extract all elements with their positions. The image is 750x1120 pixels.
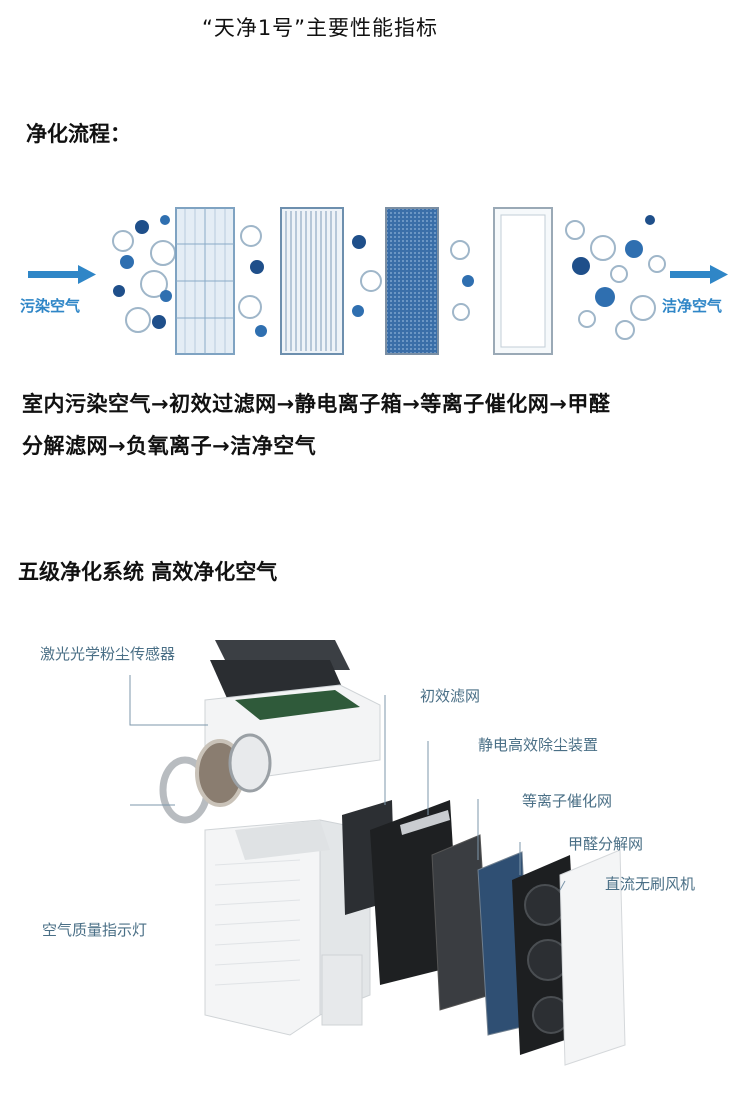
- formaldehyde-filter-panel: [493, 207, 555, 357]
- plasma-catalyst-panel: [385, 207, 441, 357]
- purification-flow-line-2: 分解滤网→负氧离子→洁净空气: [22, 430, 316, 460]
- purification-flow-line-1: 室内污染空气→初效过滤网→静电离子箱→等离子催化网→甲醛: [22, 388, 610, 418]
- callout-pre-filter: 初效滤网: [420, 685, 480, 706]
- page-title: “天净1号”主要性能指标: [0, 12, 640, 42]
- callout-electrostatic-dust-removal: 静电高效除尘装置: [478, 734, 598, 755]
- left-arrow-icon: [28, 265, 98, 285]
- purifier-exploded-illustration: [0, 615, 750, 1115]
- polluted-air-label: 污染空气: [20, 295, 80, 316]
- clean-air-label: 洁净空气: [662, 295, 722, 316]
- electrostatic-filter-panel: [280, 207, 346, 357]
- purification-flow-illustration: 污染空气: [0, 195, 750, 375]
- pre-filter-panel: [175, 207, 237, 357]
- right-arrow-icon: [670, 265, 730, 285]
- callout-dust-sensor: 激光光学粉尘传感器: [40, 643, 175, 664]
- callout-formaldehyde-filter: 甲醛分解网: [568, 833, 643, 854]
- exploded-view-diagram: 激光光学粉尘传感器 空气质量指示灯 初效滤网 静电高效除尘装置 等离子催化网 甲…: [0, 615, 750, 1115]
- system-heading: 五级净化系统 高效净化空气: [18, 556, 277, 586]
- callout-air-quality-indicator: 空气质量指示灯: [42, 919, 147, 940]
- purification-heading: 净化流程：: [26, 118, 131, 148]
- callout-dc-brushless-fan: 直流无刷风机: [605, 873, 695, 894]
- callout-plasma-catalyst-net: 等离子催化网: [522, 790, 612, 811]
